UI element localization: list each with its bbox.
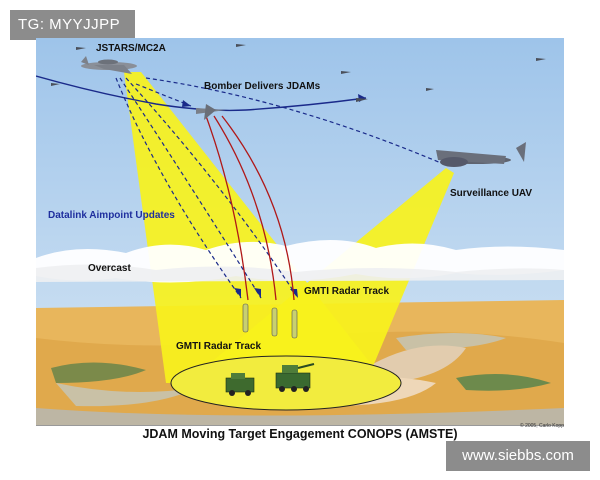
jdam-bomb (291, 309, 298, 339)
gmti-radar-track-label-right: GMTI Radar Track (304, 286, 390, 297)
overcast-cloud-lower (36, 264, 564, 282)
jdam-trajectory-2 (213, 115, 277, 301)
arrowhead (182, 100, 191, 107)
terrain-patch (56, 383, 196, 407)
overcast-label: Overcast (88, 263, 131, 274)
gmti-radar-track-label-left: GMTI Radar Track (176, 341, 262, 352)
bomber-label: Bomber Delivers JDAMs (204, 81, 321, 92)
target-vehicle-icon (275, 363, 315, 392)
terrain-patch (456, 374, 551, 391)
target-vehicle-icon (225, 373, 255, 396)
arrowhead (254, 288, 261, 298)
jdam-trajectory-3 (221, 115, 295, 301)
watermark-top: TG: MYYJJPP (10, 10, 135, 40)
distant-aircraft-icon (51, 44, 546, 102)
watermark-bottom: www.siebbs.com (446, 441, 590, 471)
jdam-bomb (271, 307, 278, 337)
bomber-aircraft-icon (196, 104, 226, 120)
datalink-label: Datalink Aimpoint Updates (48, 210, 175, 221)
terrain-patch (396, 333, 506, 350)
diagram-svg (36, 38, 564, 425)
jdam-trajectory-1 (205, 115, 249, 301)
jstars-label: JSTARS/MC2A (96, 43, 166, 54)
datalink-uav-to-jstars (145, 77, 442, 164)
terrain-patch (51, 362, 146, 383)
uav-label: Surveillance UAV (450, 188, 533, 199)
copyright-note: © 2005, Carlo Kopp (520, 423, 564, 429)
terrain-patch (36, 408, 564, 425)
datalink-aimpoint-2 (119, 77, 262, 299)
datalink-aimpoint-1 (115, 77, 242, 299)
diagram-title: JDAM Moving Target Engagement CONOPS (AM… (36, 425, 564, 443)
jstars-aircraft-icon (81, 56, 137, 74)
surveillance-uav-icon (436, 142, 526, 167)
diagram-scene: JSTARS/MC2A Bomber Delivers JDAMs Survei… (36, 38, 564, 425)
datalink-jstars-to-bomber (135, 83, 192, 107)
arrowhead (234, 288, 241, 298)
datalink-aimpoint-3 (125, 77, 299, 299)
jdam-bomb (242, 303, 249, 333)
